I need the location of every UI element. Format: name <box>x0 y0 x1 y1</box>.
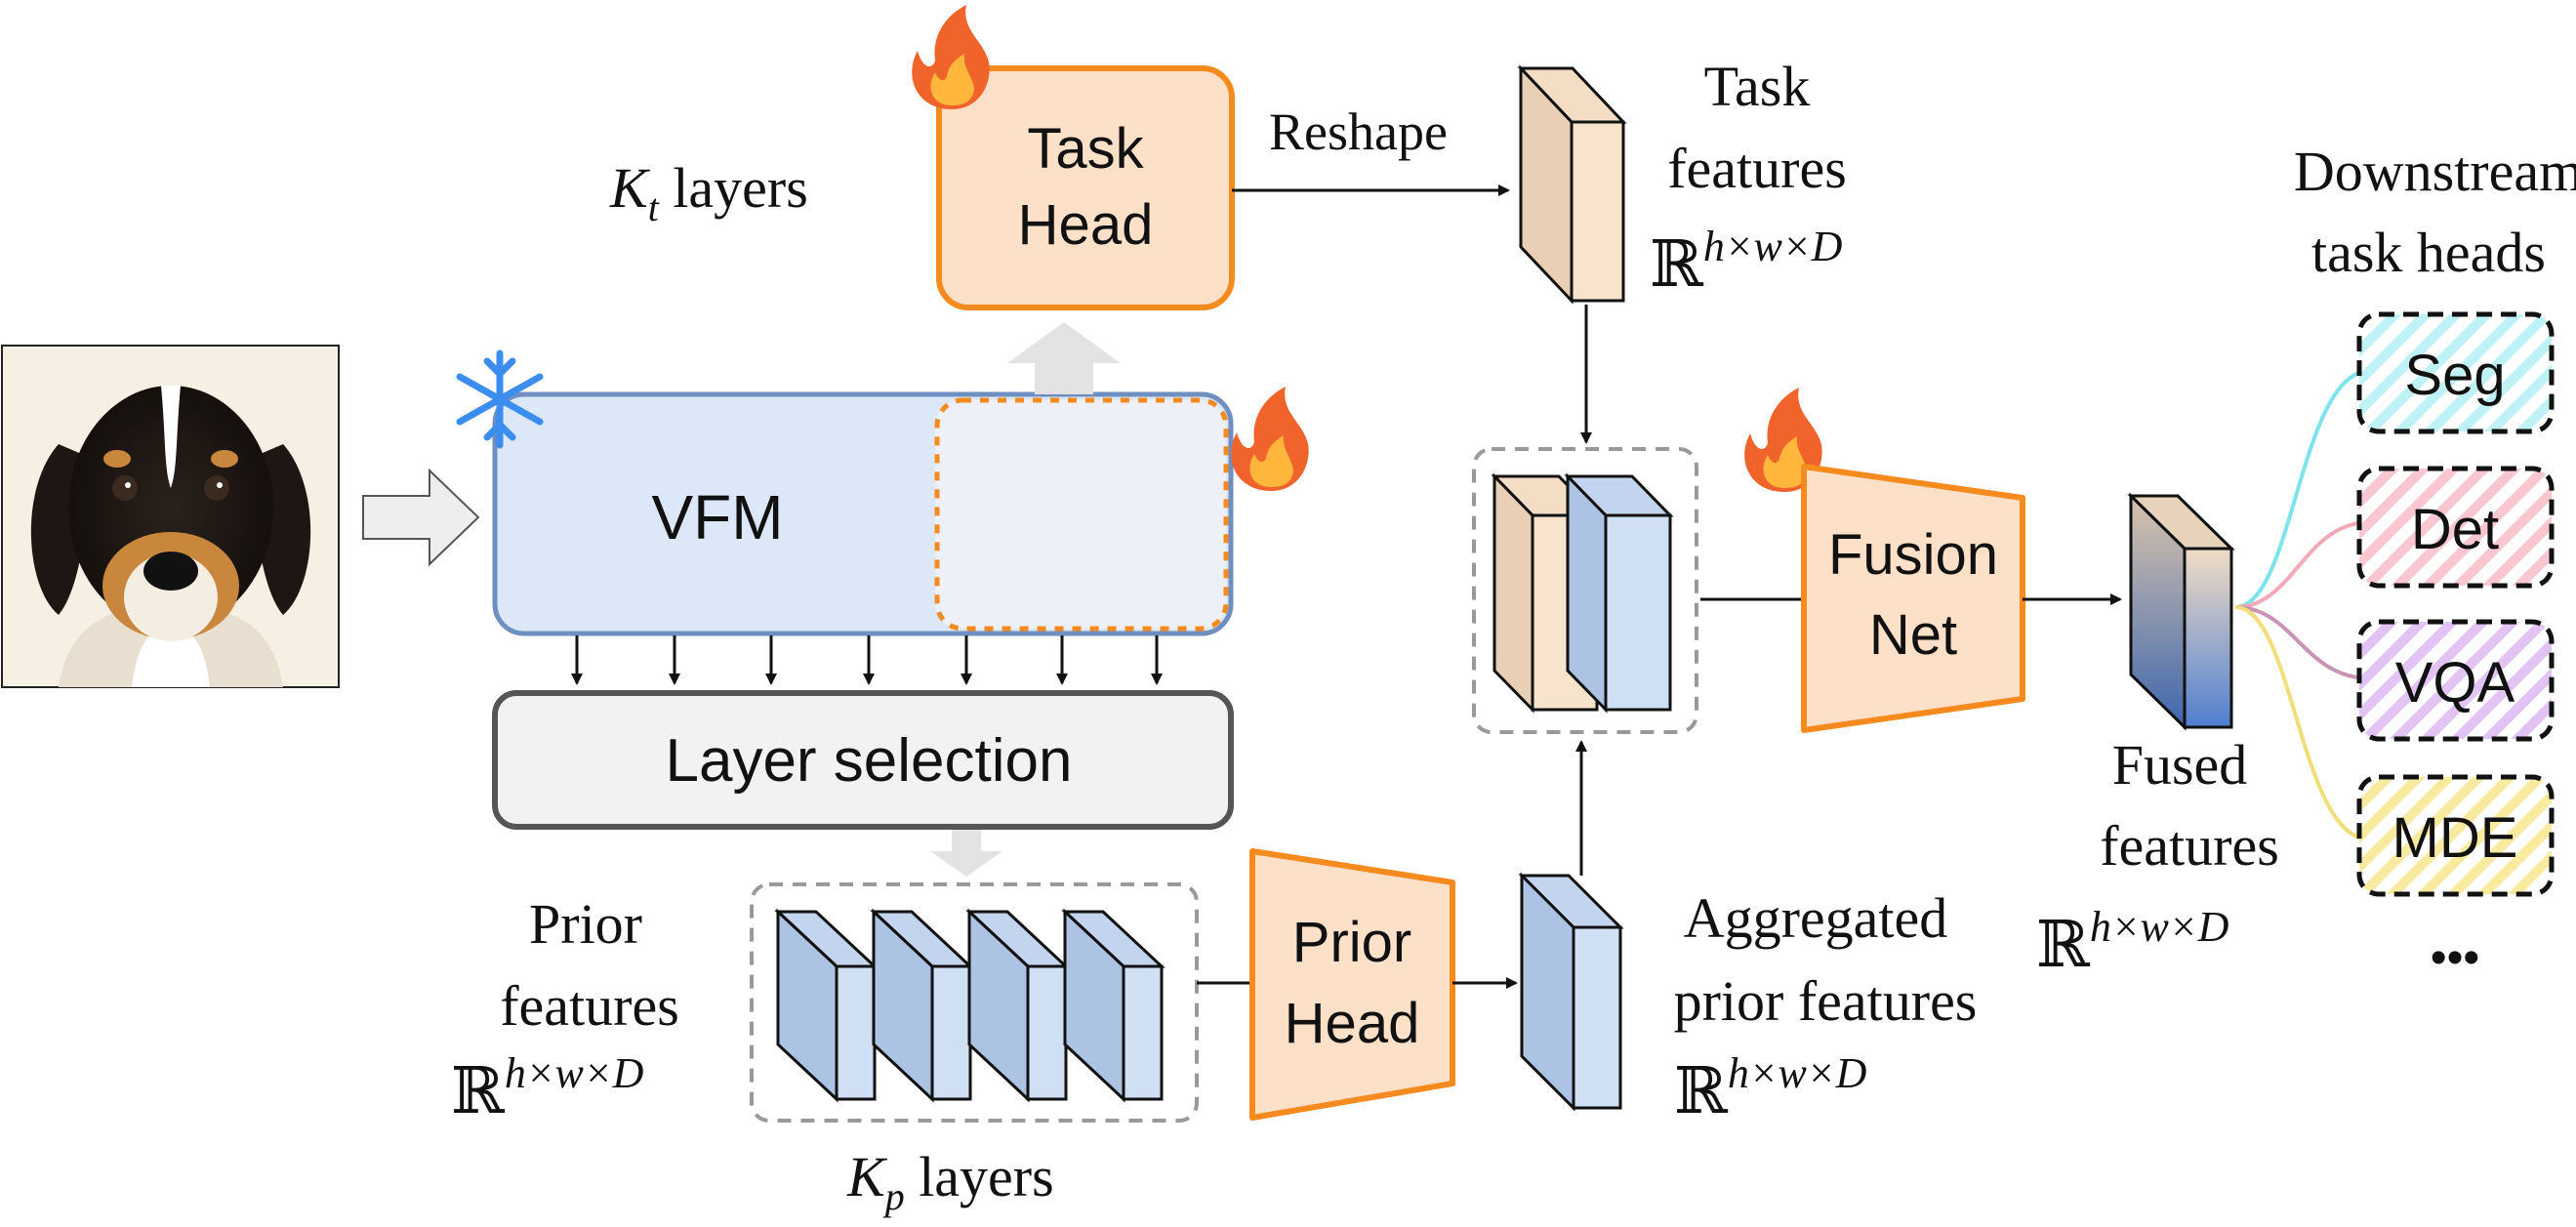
task-head-vqa: VQA <box>2356 619 2555 742</box>
fused-features-line1: Fused <box>2112 733 2248 797</box>
prior-layer-slab <box>1061 908 1165 1103</box>
concat-prior-slab <box>1564 472 1674 714</box>
svg-text:VQA: VQA <box>2395 651 2515 715</box>
vfm-layer-arrows <box>571 635 1163 685</box>
fusion-net-line1: Fusion <box>1828 523 1998 587</box>
prior-features-dim: ℝh×w×D <box>451 1049 644 1127</box>
task-head-line1: Task <box>1027 117 1144 181</box>
prior-layer-slab <box>774 908 879 1103</box>
downstream-line1: Downstream <box>2294 140 2576 203</box>
kp-layers-label: Kp layers <box>846 1145 1054 1218</box>
task-head-mde: MDE <box>2356 774 2555 897</box>
fused-features-line2: features <box>2100 814 2279 878</box>
input-image <box>1 345 340 688</box>
aggregated-dim: ℝh×w×D <box>1674 1049 1867 1127</box>
prior-head-line1: Prior <box>1292 911 1411 974</box>
prior-layers-box <box>750 882 1199 1123</box>
task-head-det: Det <box>2356 466 2555 589</box>
prior-head-line2: Head <box>1285 992 1420 1055</box>
prior-features-line2: features <box>500 974 679 1038</box>
snowflake-icon <box>456 349 544 449</box>
arrow-to-det <box>2234 516 2372 609</box>
up-arrow-gray <box>1007 322 1121 394</box>
layer-selection: Layer selection <box>492 690 1234 830</box>
more-tasks-ellipsis: ••• <box>2431 932 2479 984</box>
vfm-label: VFM <box>651 482 783 552</box>
task-feature-block <box>1517 64 1627 305</box>
downstream-line2: task heads <box>2311 221 2546 284</box>
fusion-net-line2: Net <box>1869 603 1957 667</box>
prior-features-line1: Prior <box>529 892 642 956</box>
task-features-line2: features <box>1667 137 1847 200</box>
arrow-to-vqa <box>2234 605 2372 684</box>
prior-layer-slab <box>870 908 974 1103</box>
prior-layer-slab <box>965 908 1070 1103</box>
fused-features-dim: ℝh×w×D <box>2036 903 2229 981</box>
concat-box <box>1472 447 1698 734</box>
fusion-net: Fusion Net <box>1801 464 2025 733</box>
task-head: Task Head <box>936 65 1235 310</box>
task-head-seg: Seg <box>2356 311 2555 434</box>
down-arrow-gray <box>930 830 1002 877</box>
kt-layers-label: Kt layers <box>609 156 808 229</box>
aggregated-prior-block <box>1518 872 1624 1112</box>
aggregated-line2: prior features <box>1674 969 1978 1033</box>
svg-text:Layer selection: Layer selection <box>665 727 1072 795</box>
fused-feature-block <box>2127 492 2235 731</box>
svg-text:Seg: Seg <box>2404 344 2505 407</box>
task-features-line1: Task <box>1704 55 1811 118</box>
task-features-dim: ℝh×w×D <box>1650 223 1843 301</box>
svg-text:MDE: MDE <box>2392 806 2518 870</box>
svg-text:Det: Det <box>2411 498 2499 561</box>
task-head-line2: Head <box>1018 193 1154 257</box>
prior-head: Prior Head <box>1249 848 1455 1121</box>
aggregated-line1: Aggregated <box>1684 886 1948 950</box>
arrow-to-seg <box>2234 365 2372 609</box>
flame-icon <box>1231 387 1309 491</box>
input-arrow <box>362 468 480 567</box>
arrow-to-mde <box>2234 605 2372 845</box>
vfm-block: VFM <box>492 391 1234 636</box>
flame-icon <box>912 5 990 109</box>
reshape-label: Reshape <box>1269 102 1448 161</box>
